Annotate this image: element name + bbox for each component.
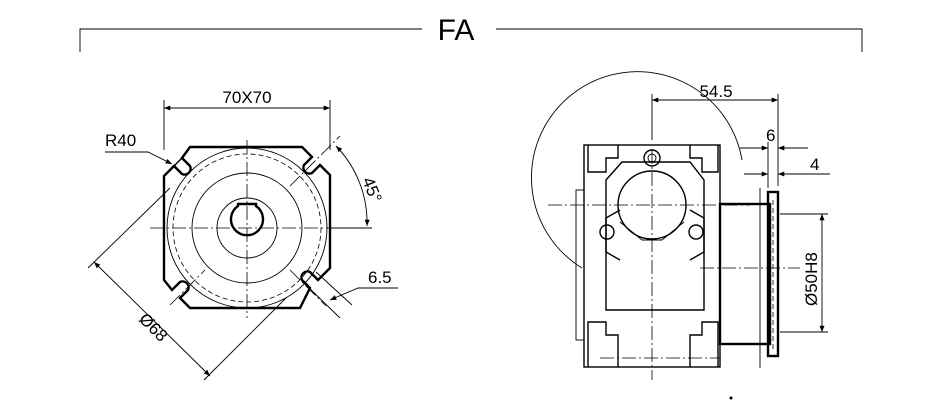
keyed-bore xyxy=(229,202,265,237)
title-bracket xyxy=(79,28,863,52)
dim-radius-label: R40 xyxy=(105,131,136,150)
dim-length-label: 54.5 xyxy=(699,82,732,101)
dim-square: 70X70 xyxy=(163,88,331,150)
dim-flange-thickness-label: 6 xyxy=(766,126,775,145)
dim-slot: 6.5 xyxy=(304,268,398,319)
dim-spigot: 4 xyxy=(744,155,830,177)
housing-arc xyxy=(531,71,743,269)
dim-angle: 45° xyxy=(330,145,386,229)
dim-radius: R40 xyxy=(105,131,173,165)
spigot xyxy=(718,202,772,346)
dim-spigot-diameter-label: Ø50H8 xyxy=(802,252,821,306)
dim-spigot-diameter: Ø50H8 xyxy=(780,213,828,333)
dim-slot-label: 6.5 xyxy=(368,268,392,287)
flange-outline xyxy=(162,145,332,310)
dim-bolt-circle-label: Ø68 xyxy=(135,309,171,345)
drawing-title: FA xyxy=(438,14,475,47)
gearbox-side-view xyxy=(531,71,800,380)
dim-angle-label: 45° xyxy=(358,174,385,205)
dim-square-label: 70X70 xyxy=(222,88,271,107)
flange-front-view xyxy=(150,135,344,318)
dim-spigot-label: 4 xyxy=(810,155,819,174)
dim-flange-thickness: 6 xyxy=(740,126,808,188)
dim-length: 54.5 xyxy=(651,82,779,186)
flange-plate xyxy=(766,190,780,358)
